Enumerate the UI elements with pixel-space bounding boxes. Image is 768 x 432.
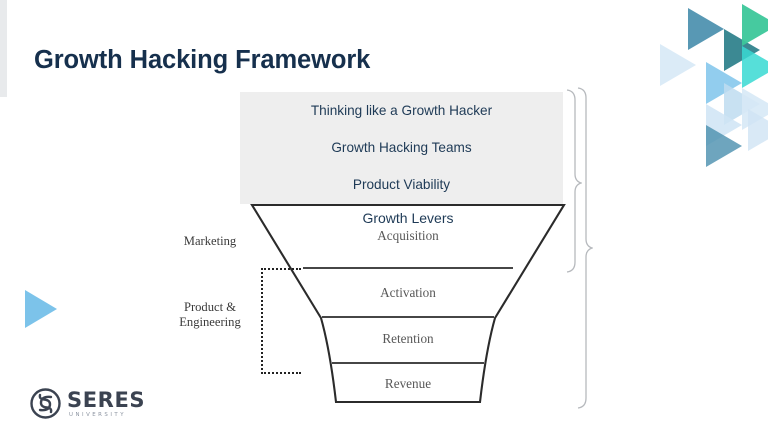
seres-university-logo: SERES UNIVERSITY: [30, 388, 145, 419]
triangle-pale-2: [706, 104, 742, 146]
outer-brace: [577, 87, 593, 409]
triangle-deepteal-1: [724, 29, 760, 71]
growth-levers-label: Growth Levers: [362, 210, 454, 226]
concept-box: Thinking like a Growth Hacker Growth Hac…: [240, 92, 563, 204]
side-label-marketing: Marketing: [172, 234, 248, 249]
triangle-pale-4: [748, 109, 768, 151]
funnel-diagram: Growth Levers Acquisition Activation Ret…: [248, 200, 568, 408]
inner-brace: [566, 89, 582, 273]
side-label-product-engineering: Product & Engineering: [164, 300, 256, 330]
side-label-product-line2: Engineering: [179, 314, 241, 329]
triangle-sky-1: [706, 62, 742, 104]
funnel-stage-acquisition: Acquisition: [377, 228, 439, 243]
funnel-outline: [250, 203, 566, 404]
triangle-pale-3: [742, 88, 768, 130]
triangle-cyan-1: [742, 46, 768, 88]
logo-text-block: SERES UNIVERSITY: [67, 390, 145, 418]
triangle-pale-1: [724, 83, 760, 125]
triangle-steel-2: [706, 125, 742, 167]
funnel-shape: [250, 203, 566, 404]
side-label-product-line1: Product &: [183, 300, 237, 314]
product-engineering-bracket: [261, 268, 301, 374]
logo-subtitle: UNIVERSITY: [69, 412, 127, 419]
triangle-left-accent: [25, 290, 57, 328]
side-label-marketing-text: Marketing: [183, 234, 237, 248]
seres-swirl-icon: [30, 388, 61, 419]
concept-row-teams: Growth Hacking Teams: [331, 140, 472, 155]
page-title: Growth Hacking Framework: [34, 46, 371, 74]
funnel-stage-activation: Activation: [380, 285, 436, 300]
logo-wordmark: SERES: [67, 388, 146, 413]
left-edge-strip: [0, 0, 7, 97]
concept-row-thinking: Thinking like a Growth Hacker: [310, 103, 493, 118]
triangle-pale-5: [660, 44, 696, 86]
triangle-teal-1: [742, 4, 768, 46]
concept-row-viability: Product Viability: [352, 177, 451, 192]
funnel-stage-revenue: Revenue: [384, 376, 432, 391]
funnel-stage-retention: Retention: [382, 331, 434, 346]
triangle-steel-1: [688, 8, 724, 50]
